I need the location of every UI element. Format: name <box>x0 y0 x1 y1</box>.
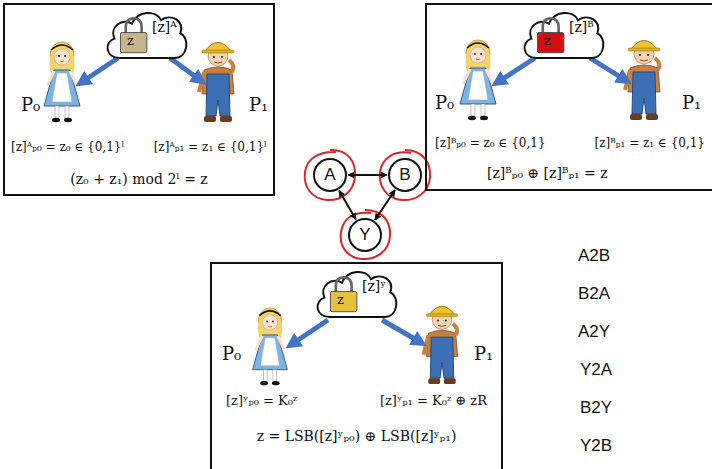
sharing-type-node: B <box>388 158 422 192</box>
node-label: B <box>390 165 420 185</box>
secret-cloud: z [z]ʸ <box>312 266 400 324</box>
secret-label: [z]ʸ <box>362 278 386 294</box>
sharing-panel: P₀ P₁ [z]ᴬₚ₀ = z₀ ∈ {0,1}ˡ [z]ᴬₚ₁ = z₁ ∈ {0… <box>3 3 275 196</box>
lock-label: z <box>127 34 134 49</box>
sharing-panel: P₀ P₁ [z]ʸₚ₀ = K₀ᶻ [z]ʸₚ₁ = K₀ᶻ ⊕ zR z = LSB… <box>210 262 503 469</box>
conversion-name: B2A <box>578 284 610 304</box>
secret-label: [z]ᴬ <box>152 19 177 35</box>
share-equation: [z]ᴮₚ₁ = z₁ ∈ {0,1} <box>594 137 705 151</box>
reconstruction-equation: (z₀ + z₁) mod 2ˡ = z <box>5 171 273 187</box>
party-label: P₁ <box>249 95 268 116</box>
sharing-type-node: A <box>313 158 347 192</box>
share-equation: [z]ʸₚ₀ = K₀ᶻ <box>226 394 297 409</box>
conversion-arrow <box>348 174 387 176</box>
reconstruction-equation: [z]ᴮₚ₀ ⊕ [z]ᴮₚ₁ = z <box>487 165 608 181</box>
conversion-name: A2Y <box>578 322 610 342</box>
node-label: A <box>315 165 345 185</box>
node-label: Y <box>350 225 380 245</box>
share-equation: [z]ᴬₚ₁ = z₁ ∈ {0,1}ˡ <box>154 141 267 155</box>
party-label: P₀ <box>222 344 241 365</box>
lock-label: z <box>544 34 551 49</box>
share-equation: [z]ᴬₚ₀ = z₀ ∈ {0,1}ˡ <box>11 141 124 155</box>
party-label: P₁ <box>474 344 493 365</box>
conversion-arrow <box>375 190 395 220</box>
party-label: P₀ <box>21 95 40 116</box>
sharing-type-node: Y <box>348 218 382 252</box>
conversion-name: B2Y <box>580 398 612 418</box>
conversion-arrow <box>339 191 356 220</box>
secret-cloud: z [z]ᴮ <box>519 7 607 65</box>
secret-label: [z]ᴮ <box>569 19 594 35</box>
party-label: P₁ <box>682 93 701 114</box>
secret-cloud: z [z]ᴬ <box>102 7 190 65</box>
sharing-panel: P₀ P₁ [z]ᴮₚ₀ = z₀ ∈ {0,1} [z]ᴮₚ₁ = z₁ ∈ {0,… <box>425 3 712 191</box>
conversion-name: Y2A <box>580 360 612 380</box>
party-label: P₀ <box>435 93 454 114</box>
reconstruction-equation: z = LSB([z]ʸₚ₀) ⊕ LSB([z]ʸₚ₁) <box>212 428 501 444</box>
share-equation: [z]ʸₚ₁ = K₀ᶻ ⊕ zR <box>380 394 487 409</box>
lock-label: z <box>337 293 344 308</box>
share-equation: [z]ᴮₚ₀ = z₀ ∈ {0,1} <box>435 137 546 151</box>
conversion-name: Y2B <box>580 436 612 456</box>
conversion-name: A2B <box>578 246 610 266</box>
